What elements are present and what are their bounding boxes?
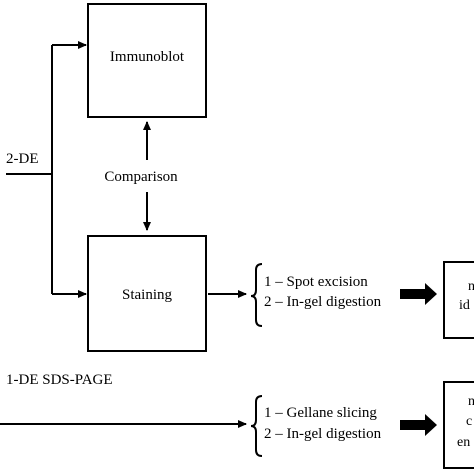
- branch2-result-line2: c: [466, 414, 472, 429]
- branch2-result-line1: n: [468, 394, 474, 409]
- staining-box: [87, 235, 207, 352]
- branch1-step2: 2 – In-gel digestion: [264, 294, 382, 310]
- staining-label: Staining: [122, 287, 173, 303]
- branch2-step1: 1 – Gellane slicing: [264, 405, 377, 421]
- branch1-step1: 1 – Spot excision: [264, 274, 368, 290]
- comparison-label: Comparison: [104, 169, 178, 185]
- branch2-bracket: [250, 395, 263, 457]
- immunoblot-box: [87, 3, 207, 118]
- branch2-result-line3: en: [457, 435, 470, 450]
- branch2-result-box: [443, 381, 474, 469]
- branch1-result-line2: id: [459, 298, 470, 313]
- input-1de-label: 1-DE SDS-PAGE: [6, 372, 113, 388]
- branch1-result-line1: n: [468, 279, 474, 294]
- branch1-thick-arrow: [400, 283, 437, 305]
- immunoblot-label: Immunoblot: [110, 49, 185, 65]
- branch1-bracket: [250, 263, 263, 327]
- input-2de-label: 2-DE: [6, 151, 39, 167]
- branch2-thick-arrow: [400, 414, 437, 436]
- branch1-result-box: [443, 261, 474, 339]
- branch2-step2: 2 – In-gel digestion: [264, 426, 382, 442]
